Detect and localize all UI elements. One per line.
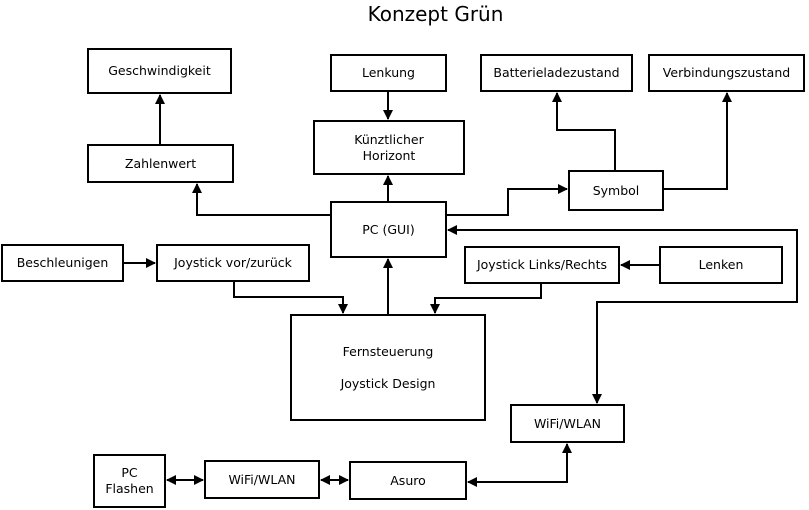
diagram-title: Konzept Grün xyxy=(367,2,504,26)
box-batterie-label: Batterieladezustand xyxy=(493,65,620,80)
box-geschwindigkeit: Geschwindigkeit xyxy=(87,48,232,94)
box-fernsteuerung-line1: Fernsteuerung xyxy=(342,343,434,359)
arrow-pc-to-symbol xyxy=(447,184,568,216)
arrow-pc-to-zahlenwert xyxy=(192,183,330,216)
box-wifi-left-label: WiFi/WLAN xyxy=(228,471,296,487)
box-beschleunigen-label: Beschleunigen xyxy=(16,255,109,270)
box-fernsteuerung-line2: Joystick Design xyxy=(340,375,436,391)
arrow-joystick-lr-to-fernsteuerung xyxy=(430,284,542,314)
arrow-symbol-to-verbindung xyxy=(664,92,732,190)
box-lenkung: Lenkung xyxy=(330,54,447,92)
box-wifi-wlan-left: WiFi/WLAN xyxy=(204,460,320,499)
arrow-wifi-pc-link xyxy=(447,225,798,404)
box-joystick-vz-label: Joystick vor/zurück xyxy=(174,255,292,270)
box-wifi-right-label: WiFi/WLAN xyxy=(533,415,602,431)
box-lenken-label: Lenken xyxy=(698,257,744,272)
box-geschwindigkeit-label: Geschwindigkeit xyxy=(108,63,211,78)
box-batterieladezustand: Batterieladezustand xyxy=(480,54,633,92)
box-symbol-label: Symbol xyxy=(592,182,640,198)
box-pc-gui: PC (GUI) xyxy=(330,201,447,258)
box-pc-flashen: PC Flashen xyxy=(93,454,166,508)
box-pc-flashen-line2: Flashen xyxy=(105,481,154,496)
box-horizont-line1: Künztlicher xyxy=(354,131,424,147)
box-zahlenwert-label: Zahlenwert xyxy=(124,155,197,171)
box-lenken: Lenken xyxy=(659,246,783,284)
box-verbindung-label: Verbindungszustand xyxy=(662,65,791,80)
box-kuenstlicher-horizont: Künztlicher Horizont xyxy=(313,120,465,175)
arrow-symbol-to-batterie xyxy=(552,92,616,170)
box-beschleunigen: Beschleunigen xyxy=(1,244,124,282)
box-joystick-vor-zurueck: Joystick vor/zurück xyxy=(156,244,310,282)
arrow-joystick-vz-to-fernsteuerung xyxy=(233,282,348,314)
arrow-asuro-wifi-right xyxy=(467,443,572,487)
box-horizont-line2: Horizont xyxy=(362,147,416,163)
box-asuro-label: Asuro xyxy=(390,472,426,488)
box-symbol: Symbol xyxy=(568,170,664,211)
box-wifi-wlan-right: WiFi/WLAN xyxy=(510,404,625,443)
box-zahlenwert: Zahlenwert xyxy=(87,144,234,183)
box-asuro: Asuro xyxy=(349,461,467,500)
box-verbindungszustand: Verbindungszustand xyxy=(648,54,805,92)
box-lenkung-label: Lenkung xyxy=(362,65,415,80)
box-pc-gui-label: PC (GUI) xyxy=(362,221,415,237)
box-pc-flashen-line1: PC xyxy=(121,465,138,480)
